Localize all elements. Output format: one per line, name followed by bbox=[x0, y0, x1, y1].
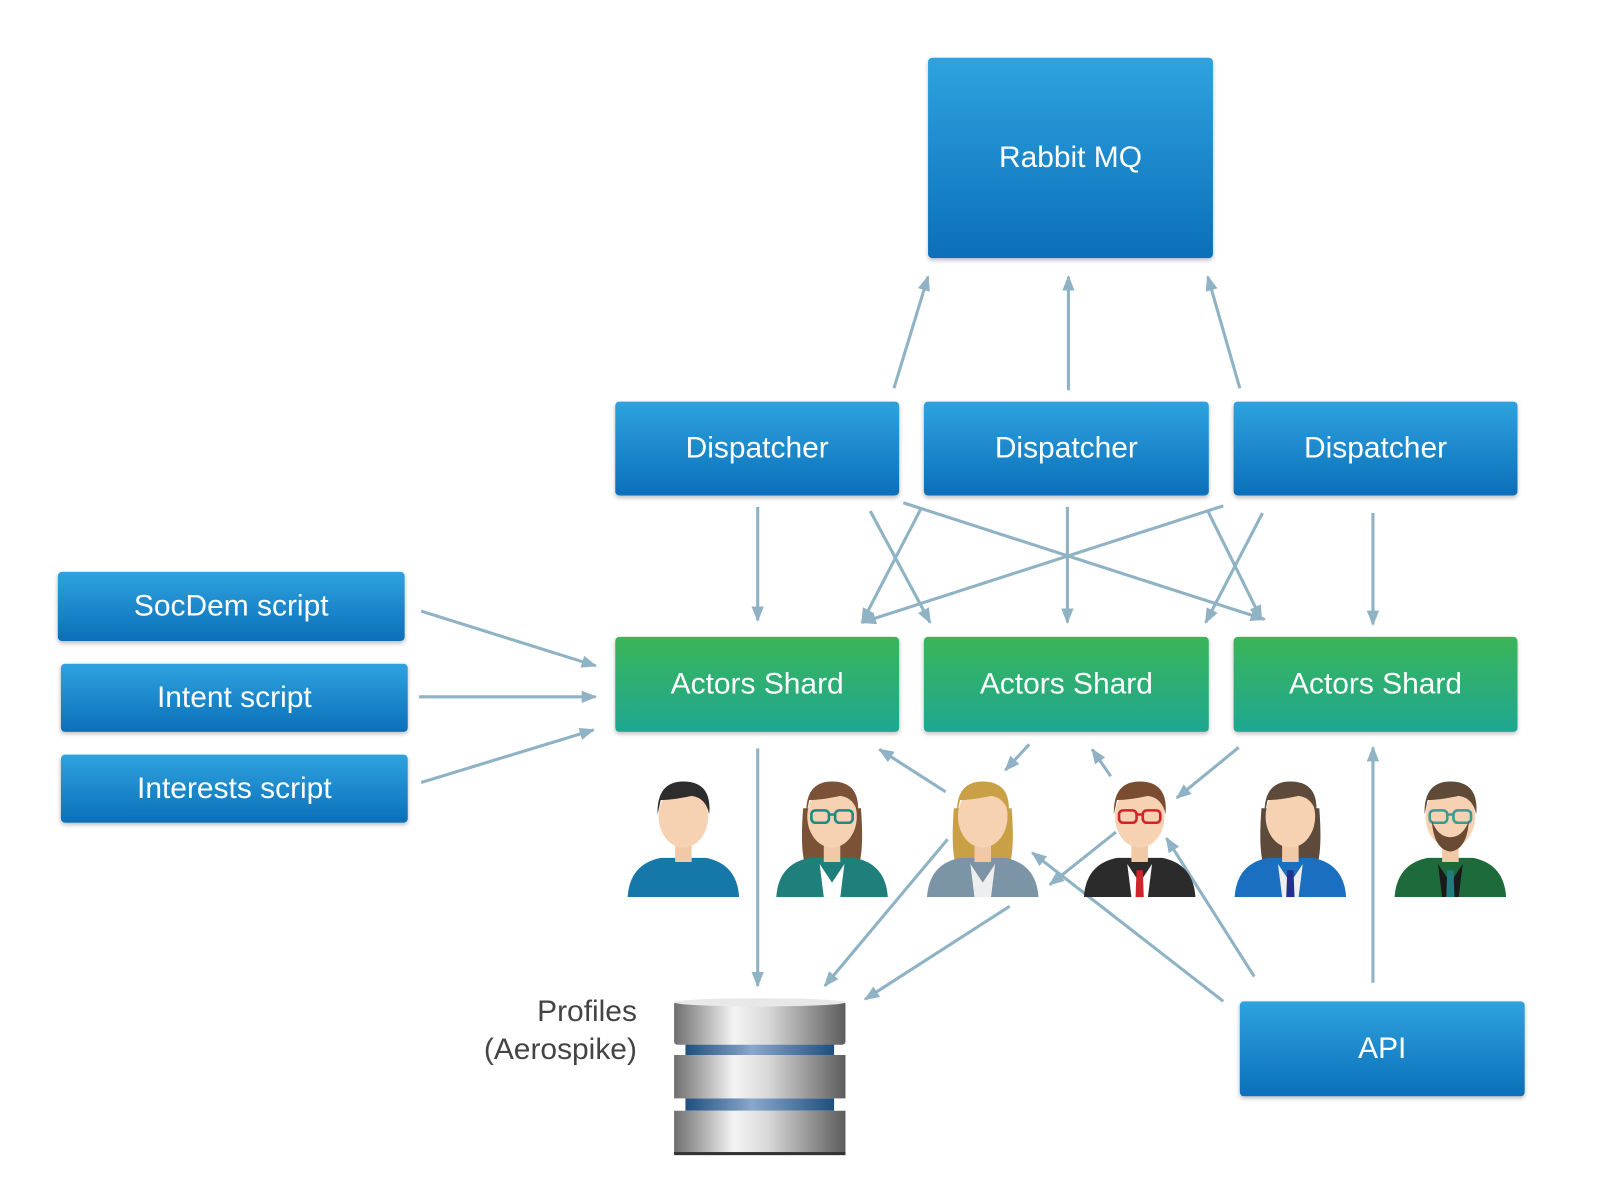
dispatcher-label: Dispatcher bbox=[994, 431, 1138, 465]
rabbit-mq-label: Rabbit MQ bbox=[998, 140, 1143, 174]
user-bearded-icon bbox=[1386, 769, 1514, 898]
arrow-9 bbox=[860, 504, 1224, 625]
socdem-script-box: SocDem script bbox=[57, 571, 405, 642]
arrow-11 bbox=[1204, 512, 1264, 624]
dispatcher-label: Dispatcher bbox=[685, 431, 829, 465]
actors-shard-label: Actors Shard bbox=[979, 667, 1153, 701]
database-label: Profiles (Aerospike) bbox=[484, 993, 637, 1069]
arrow-16 bbox=[878, 748, 947, 794]
actors-shard-box-2: Actors Shard bbox=[923, 636, 1209, 732]
arrow-17 bbox=[1004, 743, 1031, 772]
api-box: API bbox=[1239, 1001, 1525, 1097]
arrow-2 bbox=[1205, 275, 1242, 389]
arrow-8 bbox=[902, 501, 1267, 621]
arrow-19 bbox=[1175, 746, 1240, 800]
actors-shard-label: Actors Shard bbox=[670, 667, 844, 701]
arrow-0 bbox=[892, 275, 930, 389]
dispatcher-label: Dispatcher bbox=[1303, 431, 1448, 465]
dispatcher-box-3: Dispatcher bbox=[1233, 401, 1518, 496]
arrow-23 bbox=[1031, 851, 1225, 1003]
actors-shard-box-1: Actors Shard bbox=[615, 636, 900, 732]
arrow-20 bbox=[823, 838, 949, 988]
interests-script-box: Interests script bbox=[60, 754, 408, 823]
arrow-18 bbox=[1090, 748, 1113, 778]
user-businessman-icon bbox=[1076, 769, 1204, 898]
user-icon bbox=[619, 769, 747, 898]
database-label-line1: Profiles bbox=[537, 995, 637, 1029]
rabbit-mq-box: Rabbit MQ bbox=[928, 57, 1213, 259]
user-female-icon bbox=[1226, 769, 1354, 898]
script-label: Interests script bbox=[137, 771, 332, 805]
intent-script-box: Intent script bbox=[60, 663, 408, 732]
actors-shard-box-3: Actors Shard bbox=[1233, 636, 1518, 732]
arrow-12 bbox=[420, 609, 598, 668]
dispatcher-box-1: Dispatcher bbox=[615, 401, 900, 496]
user-blonde-female-icon bbox=[919, 769, 1047, 898]
user-glasses-female-icon bbox=[768, 769, 896, 898]
database-label-line2: (Aerospike) bbox=[483, 1033, 637, 1067]
api-label: API bbox=[1358, 1031, 1407, 1065]
script-label: SocDem script bbox=[133, 589, 329, 623]
script-label: Intent script bbox=[156, 680, 312, 714]
arrow-6 bbox=[868, 510, 932, 624]
arrow-21 bbox=[863, 905, 1011, 1001]
arrow-14 bbox=[420, 727, 596, 784]
arrow-24 bbox=[1165, 836, 1256, 978]
database-icon bbox=[674, 998, 846, 1156]
arrow-7 bbox=[860, 508, 923, 624]
actors-shard-label: Actors Shard bbox=[1289, 667, 1463, 701]
dispatcher-box-2: Dispatcher bbox=[923, 401, 1209, 496]
